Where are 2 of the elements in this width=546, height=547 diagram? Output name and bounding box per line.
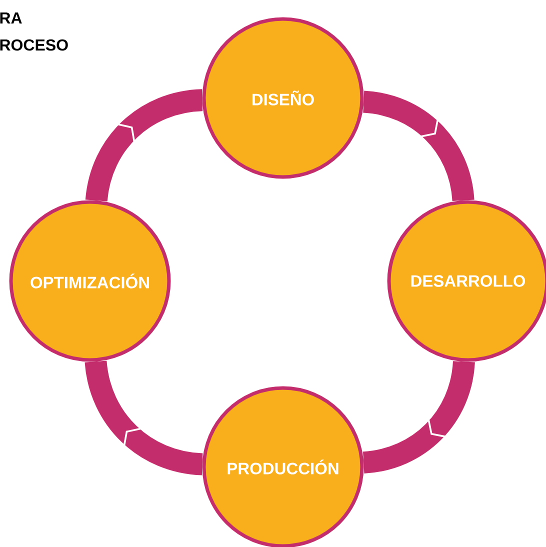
title-text: RA: [0, 12, 22, 24]
title-text: ROCESO: [0, 39, 68, 51]
